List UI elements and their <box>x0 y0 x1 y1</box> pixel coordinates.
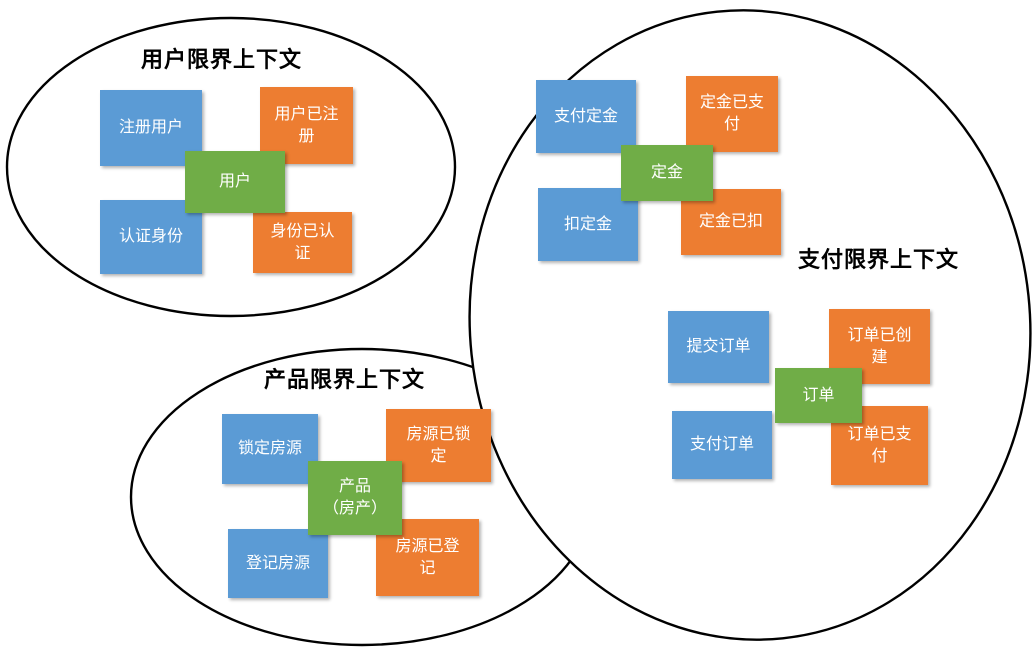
aggregate-box-product: 产品 （房产） <box>308 461 402 535</box>
payment-context-title: 支付限界上下文 <box>798 247 960 272</box>
event-box-order-paid: 订单已支 付 <box>831 406 928 485</box>
command-box-submit-order: 提交订单 <box>668 311 769 383</box>
command-box-pay-deposit: 支付定金 <box>536 80 636 153</box>
aggregate-box-user: 用户 <box>185 151 285 213</box>
product-context-title: 产品限界上下文 <box>264 367 426 392</box>
command-box-authenticate-identity: 认证身份 <box>100 200 202 274</box>
command-box-lock-listing: 锁定房源 <box>222 414 318 484</box>
event-box-deposit-paid: 定金已支 付 <box>686 76 778 152</box>
user-context-title: 用户限界上下文 <box>141 47 303 72</box>
event-box-identity-authenticated: 身份已认 证 <box>253 212 352 273</box>
aggregate-box-deposit: 定金 <box>621 145 713 201</box>
command-box-pay-order: 支付订单 <box>672 411 772 479</box>
event-box-listing-locked: 房源已锁 定 <box>386 409 491 482</box>
aggregate-box-order: 订单 <box>775 368 862 423</box>
command-box-register-listing: 登记房源 <box>228 529 328 598</box>
